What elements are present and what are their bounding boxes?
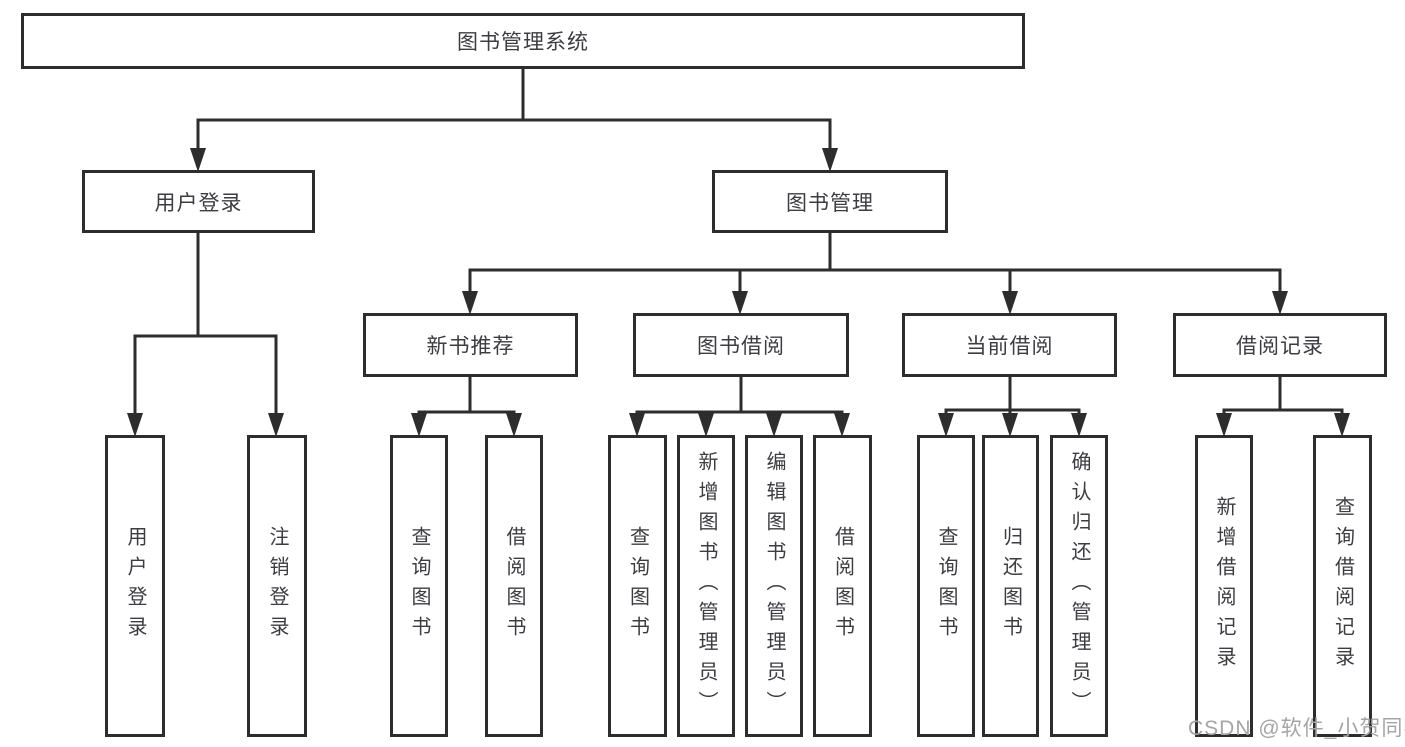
- node-current-borrowing: 当前借阅: [902, 313, 1117, 377]
- connector-arrowheads: [127, 148, 1350, 437]
- node-book-management: 图书管理: [712, 170, 948, 233]
- leaf-label: 借阅图书: [831, 526, 854, 646]
- node-root-system: 图书管理系统: [21, 13, 1025, 69]
- node-label: 图书管理: [786, 191, 874, 215]
- node-label: 借阅记录: [1236, 335, 1324, 358]
- csdn-watermark: CSDN @软件_小贺同学: [1188, 717, 1405, 740]
- leaf-label: 注销登录: [266, 526, 288, 646]
- leaf-query-books: 查询图书: [608, 435, 667, 737]
- node-book-borrowing: 图书借阅: [633, 313, 849, 377]
- leaf-label: 编辑图书（管理员）: [763, 451, 785, 721]
- leaf-query-borrow-record: 查询借阅记录: [1313, 435, 1372, 737]
- connector-paths: [133, 69, 1344, 419]
- leaf-query-books: 查询图书: [390, 435, 448, 737]
- leaf-logout: 注销登录: [247, 435, 307, 737]
- leaf-label: 归还图书: [999, 526, 1022, 646]
- leaf-label: 用户登录: [124, 526, 146, 646]
- leaf-label: 查询图书: [935, 526, 957, 646]
- leaf-label: 借阅图书: [503, 526, 525, 646]
- leaf-label: 查询图书: [408, 526, 430, 646]
- node-label: 用户登录: [154, 191, 243, 215]
- leaf-borrow-books: 借阅图书: [813, 435, 872, 737]
- leaf-query-books: 查询图书: [917, 435, 975, 737]
- leaf-label: 新增图书（管理员）: [695, 451, 717, 721]
- leaf-label: 查询借阅记录: [1331, 496, 1354, 676]
- node-user-login: 用户登录: [82, 170, 315, 233]
- leaf-user-login: 用户登录: [105, 435, 165, 737]
- leaf-add-borrow-record: 新增借阅记录: [1195, 435, 1253, 737]
- leaf-add-books-admin: 新增图书（管理员）: [677, 435, 735, 737]
- leaf-label: 查询图书: [626, 526, 649, 646]
- leaf-borrow-books: 借阅图书: [485, 435, 543, 737]
- leaf-label: 新增借阅记录: [1213, 496, 1235, 676]
- node-label: 图书管理系统: [457, 31, 589, 54]
- leaf-edit-books-admin: 编辑图书（管理员）: [745, 435, 803, 737]
- leaf-return-books: 归还图书: [982, 435, 1039, 737]
- node-label: 新书推荐: [426, 335, 515, 358]
- node-label: 图书借阅: [697, 335, 785, 358]
- node-borrow-records: 借阅记录: [1173, 313, 1387, 377]
- node-label: 当前借阅: [965, 335, 1054, 358]
- leaf-label: 确认归还（管理员）: [1068, 451, 1090, 721]
- leaf-confirm-return-admin: 确认归还（管理员）: [1050, 435, 1108, 737]
- node-new-book-recommend: 新书推荐: [363, 313, 578, 377]
